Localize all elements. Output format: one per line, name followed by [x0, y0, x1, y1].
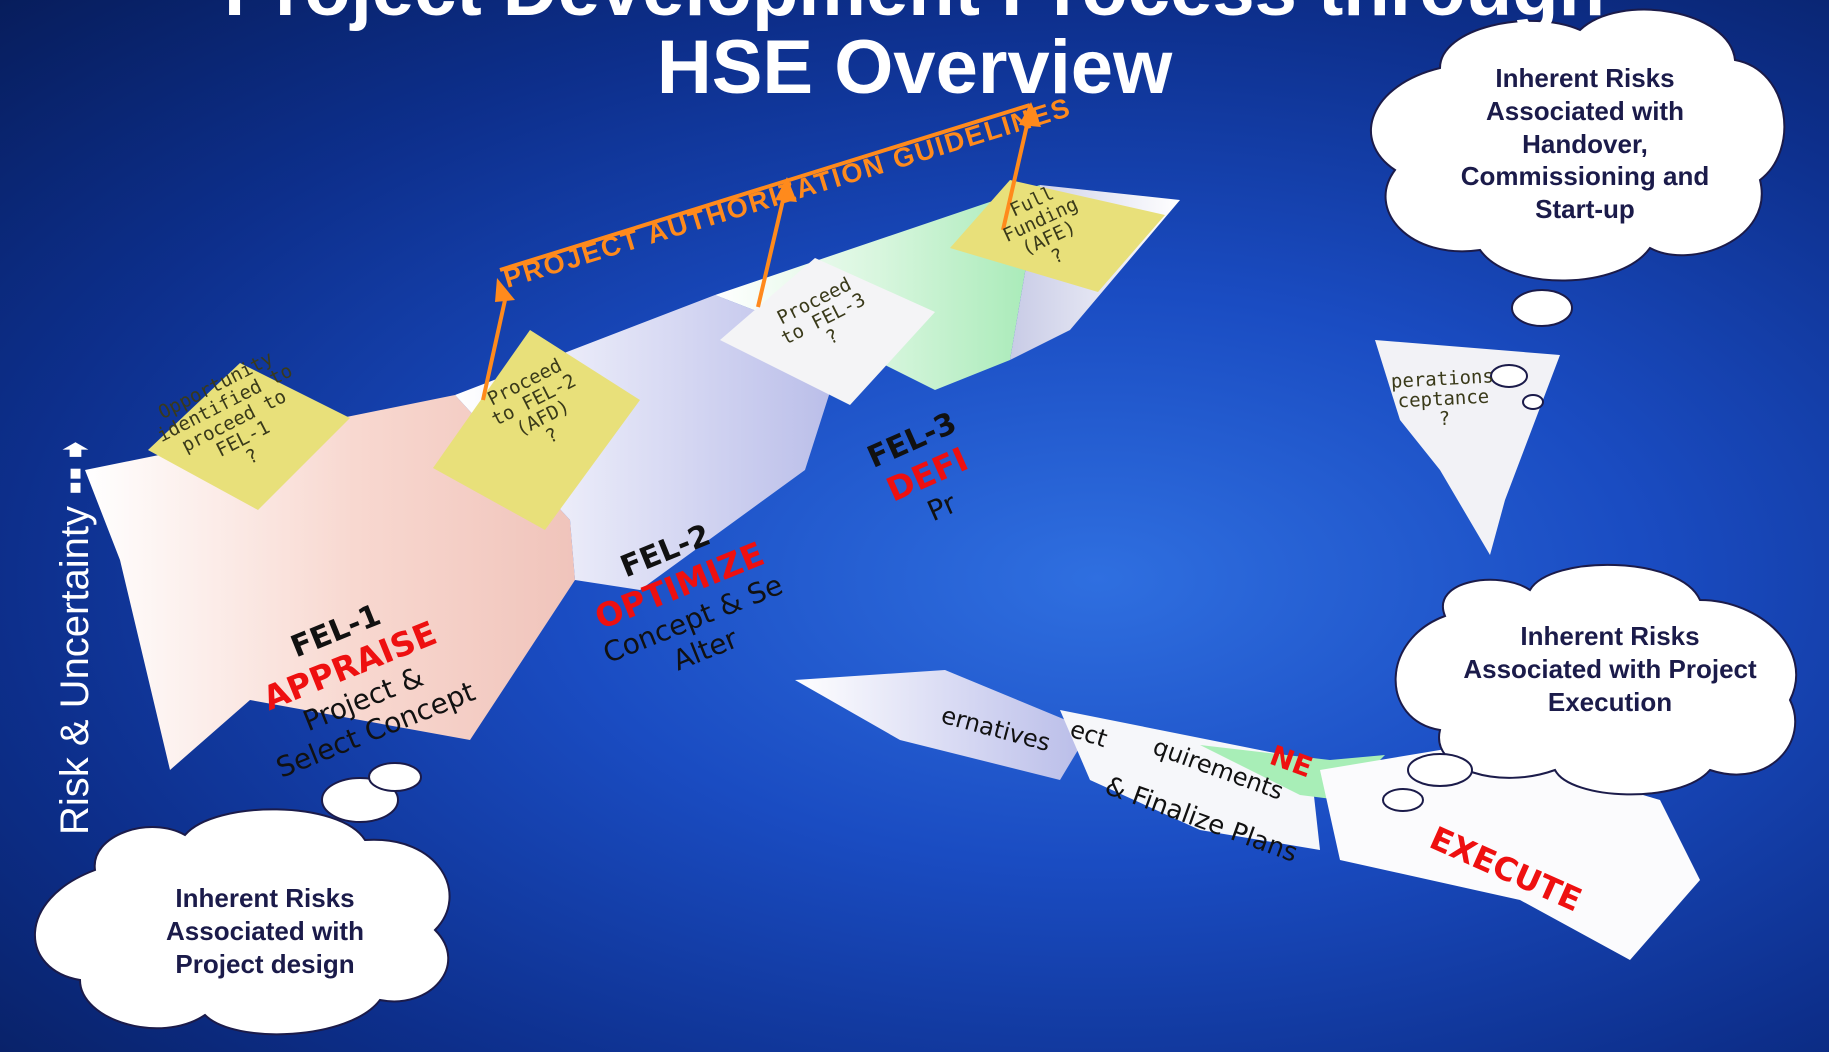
decision-note-4 — [950, 180, 1165, 292]
cloud-design — [33, 762, 451, 1036]
cloud-handover-text: Inherent Risks Associated with Handover,… — [1460, 63, 1710, 224]
page-title: Project Development Process through — [0, 0, 1829, 28]
cloud-execution-text: Inherent Risks Associated with Project E… — [1463, 621, 1757, 717]
risk-axis-label: Risk & Uncertainty ▪▪➧ — [52, 433, 98, 835]
operations-fragment — [1375, 340, 1560, 555]
decision-note-3 — [720, 258, 935, 405]
authorization-arrows — [481, 102, 1041, 401]
page-subtitle: HSE Overview — [656, 25, 1173, 110]
decision-note-2 — [433, 330, 640, 530]
risk-axis-text: Risk & Uncertainty — [53, 506, 97, 835]
decision-note-1 — [148, 363, 350, 510]
cloud-design-text: Inherent Risks Associated with Project d… — [166, 883, 364, 979]
decision-notes — [148, 180, 1165, 530]
decision-note-5-text: perations ceptance ? — [1390, 365, 1495, 431]
cloud-execution — [1382, 563, 1798, 812]
cloud-handover — [1369, 8, 1786, 410]
arrow-up-icon: ▪▪➧ — [53, 433, 97, 495]
